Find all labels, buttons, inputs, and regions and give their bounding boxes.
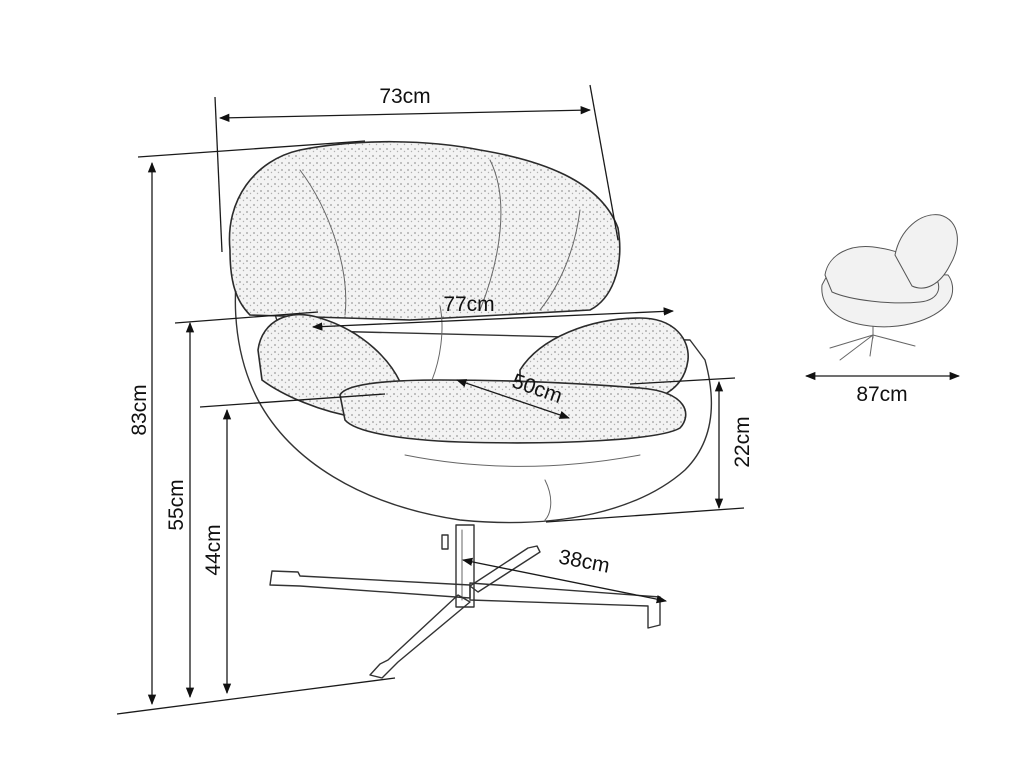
dim-line-50cm [456, 379, 570, 419]
label-seat-width: 77cm [443, 293, 494, 316]
label-total-height: 83cm [128, 384, 151, 435]
chair-backrest-cushion [228, 140, 621, 321]
chair-side-view [821, 214, 958, 361]
dim-line-38cm [461, 557, 668, 604]
label-top-width: 73cm [379, 85, 430, 108]
label-side-depth: 87cm [856, 383, 907, 406]
chair-outer-shell [234, 229, 713, 524]
label-seat-height: 44cm [202, 524, 225, 575]
label-base-radius: 38cm [557, 545, 612, 577]
dim-line-73cm [218, 106, 592, 122]
dimension-lines: 73cm 77cm 50cm 83cm 55cm 44cm 22cm 38cm … [116, 84, 961, 715]
dim-line-77cm [311, 307, 675, 331]
swivel-base [269, 524, 661, 679]
label-armrest-above-seat: 22cm [731, 416, 754, 467]
label-armrest-height: 55cm [165, 479, 188, 530]
chair-front-view [228, 140, 713, 679]
